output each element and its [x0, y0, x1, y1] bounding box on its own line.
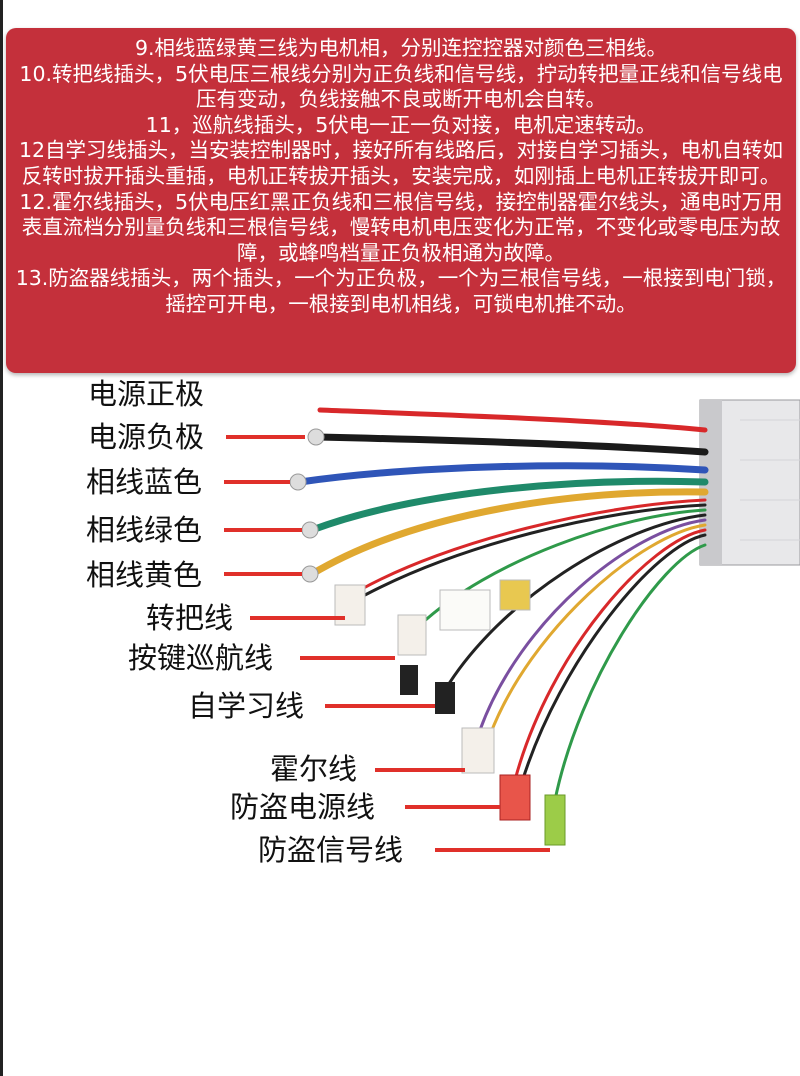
note-throttle: 10.转把线插头，5伏电压三根线分别为正负线和信号线，拧动转把量正线和信号线电压…	[19, 61, 783, 112]
wire-self-learn	[443, 513, 707, 692]
note-hall: 12.霍尔线插头，5伏电压红黑正负线和三根信号线，接控制器霍尔线头，通电时万用表…	[19, 189, 783, 265]
instructions-panel: 9.相线蓝绿黄三线为电机相，分别连控控器对颜色三相线。 10.转把线插头，5伏电…	[6, 28, 796, 373]
label-phase-green: 相线绿色	[86, 513, 203, 547]
connectors	[289, 428, 566, 846]
label-alarm-signal: 防盗信号线	[258, 833, 404, 867]
note-alarm: 13.防盗器线插头，两个插头，一个为正负极，一个为三根信号线，一根接到电门锁，摇…	[15, 266, 787, 316]
controller-unit	[699, 399, 800, 566]
wire-alarm-power-black	[520, 533, 707, 784]
wire-hall-purple	[478, 518, 707, 732]
wire-power-positive	[317, 407, 708, 433]
label-throttle: 转把线	[146, 601, 234, 635]
note-cruise: 11，巡航线插头，5伏电一正一负对接，电机定速转动。	[145, 112, 657, 137]
wire-alarm-signal	[553, 543, 707, 802]
label-cruise: 按键巡航线	[128, 641, 274, 675]
note-phase-wires: 9.相线蓝绿黄三线为电机相，分别连控控器对颜色三相线。	[134, 36, 668, 60]
label-hall: 霍尔线	[270, 752, 358, 786]
wire-power-negative	[314, 433, 709, 456]
wire-phase-blue	[296, 462, 709, 486]
note-self-learn: 12自学习线插头，当安装控制器时，接好所有线路后，对接自学习插头，电机自转如反转…	[18, 138, 784, 188]
wire-throttle-red	[358, 498, 707, 592]
wire-alarm-power-red	[513, 528, 707, 782]
label-phase-yellow: 相线黄色	[86, 558, 203, 592]
wire-hall-yellow	[488, 523, 707, 737]
label-self-learn: 自学习线	[188, 689, 305, 723]
label-alarm-power: 防盗电源线	[230, 790, 376, 824]
left-edge-border	[0, 0, 3, 1076]
label-power-negative: 电源负极	[88, 420, 205, 454]
label-phase-blue: 相线蓝色	[86, 465, 203, 499]
wire-phase-green	[308, 477, 709, 534]
label-power-positive: 电源正极	[88, 377, 205, 411]
wire-throttle-black	[363, 503, 707, 597]
wire-phase-yellow	[308, 488, 709, 578]
